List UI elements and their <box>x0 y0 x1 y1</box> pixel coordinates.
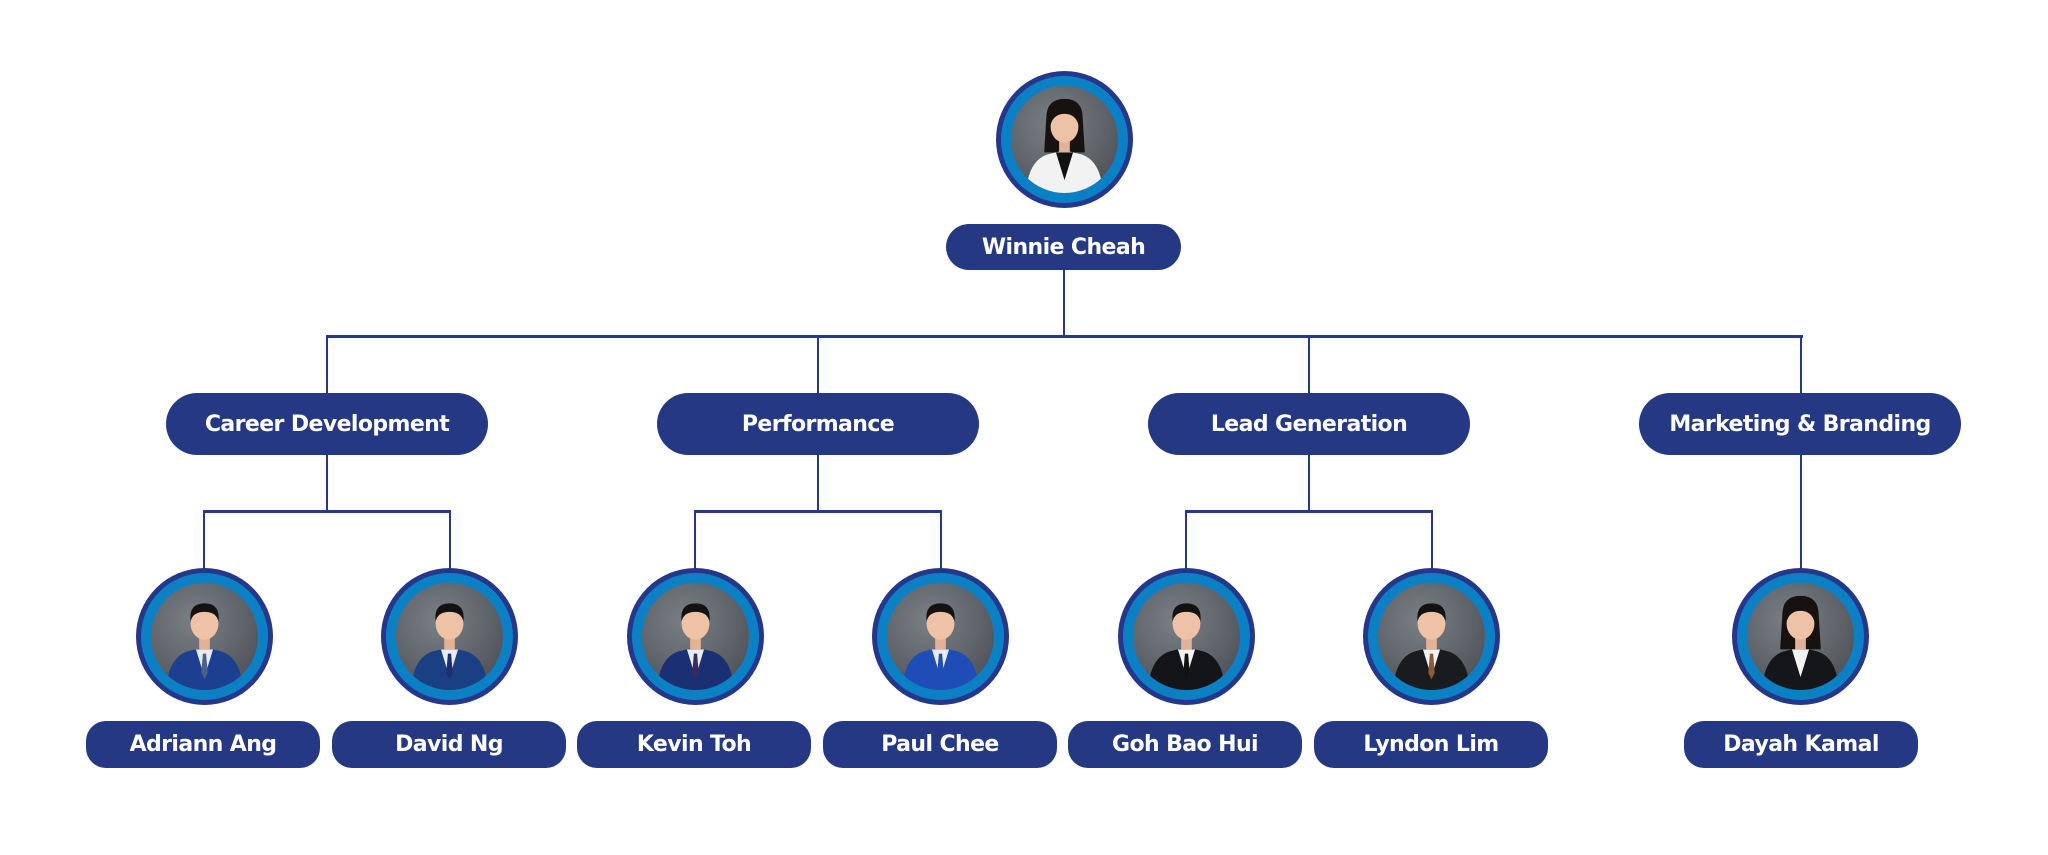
person-photo-icon <box>396 583 503 690</box>
portrait-figure <box>410 603 489 690</box>
dept-marketing-branding[interactable]: Marketing & Branding <box>1639 393 1961 455</box>
dept-performance[interactable]: Performance <box>657 393 979 455</box>
avatar-ring <box>1001 76 1128 203</box>
person-photo-icon <box>1378 583 1485 690</box>
root-name-label[interactable]: Winnie Cheah <box>946 224 1181 270</box>
portrait-figure <box>1392 603 1471 690</box>
connector-dept-1-up <box>817 335 819 393</box>
neck <box>1795 634 1806 650</box>
connector-dept-3-up <box>1800 335 1802 393</box>
portrait-figure <box>1147 603 1226 690</box>
face <box>1786 607 1815 640</box>
connector-member-0-1 <box>449 510 451 570</box>
dept-career-development[interactable]: Career Development <box>166 393 488 455</box>
hair-front <box>1786 604 1815 622</box>
avatar-ring <box>1368 573 1495 700</box>
connector-dept-0-up <box>326 335 328 393</box>
connector-dept-0-bus <box>203 510 451 513</box>
face <box>681 607 710 640</box>
portrait-figure <box>656 603 735 690</box>
tie <box>937 653 944 680</box>
person-photo-icon <box>1747 583 1854 690</box>
neck <box>1059 137 1070 153</box>
member-name-label[interactable]: Goh Bao Hui <box>1068 721 1302 768</box>
person-photo-icon <box>887 583 994 690</box>
person-photo-icon <box>1133 583 1240 690</box>
portrait-figure <box>1025 98 1104 193</box>
member-avatar[interactable] <box>1732 568 1869 705</box>
connector-dept-0-down <box>326 455 328 512</box>
member-name-label[interactable]: Lyndon Lim <box>1314 721 1548 768</box>
member-name-label[interactable]: David Ng <box>332 721 566 768</box>
portrait-figure <box>165 603 244 690</box>
shirt <box>1055 152 1074 181</box>
person-photo-icon <box>151 583 258 690</box>
connector-dept-2-bus <box>1185 510 1433 513</box>
hair-front <box>681 603 710 622</box>
member-avatar[interactable] <box>1118 568 1255 705</box>
member-avatar[interactable] <box>627 568 764 705</box>
face <box>435 607 464 640</box>
connector-dept-2-up <box>1308 335 1310 393</box>
face <box>926 607 955 640</box>
tie <box>1428 653 1435 680</box>
avatar-ring <box>1123 573 1250 700</box>
connector-dept-bus <box>326 335 1803 338</box>
dept-lead-generation[interactable]: Lead Generation <box>1148 393 1470 455</box>
connector-dept-2-down <box>1308 455 1310 512</box>
connector-member-1-1 <box>940 510 942 570</box>
person-photo-icon <box>1011 86 1118 193</box>
connector-dept-3-down <box>1800 455 1802 570</box>
member-avatar[interactable] <box>381 568 518 705</box>
neck <box>1181 634 1192 650</box>
connector-member-2-0 <box>1185 510 1187 570</box>
member-name-label[interactable]: Paul Chee <box>823 721 1057 768</box>
root-avatar[interactable] <box>996 71 1133 208</box>
member-name-label[interactable]: Dayah Kamal <box>1684 721 1918 768</box>
tie <box>446 653 453 680</box>
member-avatar[interactable] <box>1363 568 1500 705</box>
hair-front <box>926 603 955 622</box>
hair-front <box>1417 603 1446 622</box>
tie <box>1183 653 1190 680</box>
person-photo-icon <box>642 583 749 690</box>
member-avatar[interactable] <box>872 568 1009 705</box>
connector-dept-1-down <box>817 455 819 512</box>
member-avatar[interactable] <box>136 568 273 705</box>
avatar-ring <box>141 573 268 700</box>
hair-front <box>1172 603 1201 622</box>
face <box>190 607 219 640</box>
neck <box>935 634 946 650</box>
member-name-label[interactable]: Kevin Toh <box>577 721 811 768</box>
portrait-figure <box>1761 595 1840 690</box>
tie <box>692 653 699 680</box>
avatar-ring <box>1737 573 1864 700</box>
neck <box>1426 634 1437 650</box>
hair-front <box>190 603 219 622</box>
face <box>1172 607 1201 640</box>
face <box>1417 607 1446 640</box>
connector-root-down <box>1063 270 1065 336</box>
avatar-ring <box>632 573 759 700</box>
face <box>1050 110 1079 143</box>
connector-dept-1-bus <box>694 510 942 513</box>
neck <box>199 634 210 650</box>
tie <box>201 653 208 680</box>
neck <box>690 634 701 650</box>
avatar-ring <box>386 573 513 700</box>
hair-front <box>435 603 464 622</box>
connector-member-1-0 <box>694 510 696 570</box>
portrait-figure <box>901 603 980 690</box>
connector-member-2-1 <box>1431 510 1433 570</box>
hair-front <box>1050 107 1079 125</box>
connector-member-0-0 <box>203 510 205 570</box>
avatar-ring <box>877 573 1004 700</box>
neck <box>444 634 455 650</box>
shirt <box>1791 649 1810 678</box>
member-name-label[interactable]: Adriann Ang <box>86 721 320 768</box>
